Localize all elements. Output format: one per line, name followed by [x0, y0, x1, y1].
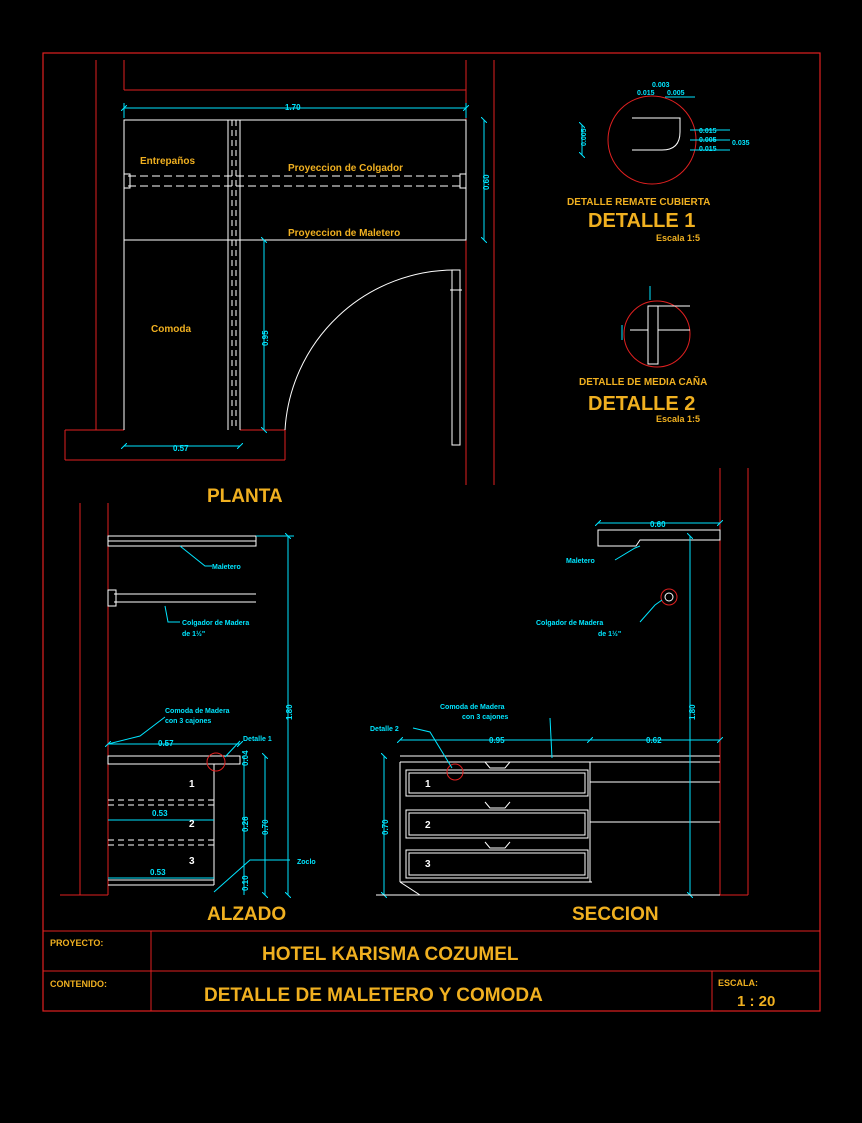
planta-dim-depth: 0.60 [482, 174, 491, 190]
seccion-label-detalle: Detalle 2 [370, 726, 399, 733]
sheet-frame [42, 52, 821, 1012]
seccion-label-maletero: Maletero [566, 558, 595, 565]
alzado-label-comoda-2: con 3 cajones [165, 718, 211, 725]
detalle1-dim-6: 0.035 [732, 140, 750, 147]
alzado-label-comoda-1: Comoda de Madera [165, 708, 230, 715]
alzado-dim-height: 1.80 [285, 704, 294, 720]
detalle1-title: DETALLE 1 [588, 210, 695, 232]
alzado-dim-mid: 0.53 [152, 809, 168, 818]
scale-label: ESCALA: [718, 978, 758, 988]
seccion-dim-comoda-h: 0.70 [381, 819, 390, 835]
planta-view [64, 60, 495, 485]
alzado-label-detalle: Detalle 1 [243, 736, 272, 743]
seccion-dim-top: 0.60 [650, 520, 666, 529]
detalle2-title: DETALLE 2 [588, 393, 695, 415]
project-label: PROYECTO: [50, 938, 103, 948]
content-value: DETALLE DE MALETERO Y COMODA [204, 985, 543, 1006]
seccion-drawer-3: 3 [425, 859, 431, 870]
planta-label-comoda: Comoda [151, 324, 191, 335]
planta-dim-width: 1.70 [285, 103, 301, 112]
detalle1-dim-3: 0.015 [699, 128, 717, 135]
detalle1-caption: DETALLE REMATE CUBIERTA [567, 197, 710, 208]
seccion-label-comoda-2: con 3 cajones [462, 714, 508, 721]
detalle1-dim-0: 0.003 [652, 82, 670, 89]
detalle1-dim-7: 0.005 [581, 128, 588, 146]
alzado-dim-comoda-h: 0.70 [261, 819, 270, 835]
detalle-2-view [621, 286, 691, 368]
seccion-dim-rest-w: 0.62 [646, 736, 662, 745]
detalle2-caption: DETALLE DE MEDIA CAÑA [579, 375, 707, 388]
alzado-dim-bottom: 0.53 [150, 868, 166, 877]
seccion-dim-height: 1.80 [688, 704, 697, 720]
detalle1-scale: Escala 1:5 [656, 233, 700, 243]
seccion-label-comoda-1: Comoda de Madera [440, 704, 505, 711]
alzado-dim-a: 0.04 [241, 750, 250, 766]
alzado-dim-b: 0.26 [241, 816, 250, 832]
seccion-title: SECCION [572, 904, 659, 925]
seccion-label-colgador-1: Colgador de Madera [536, 620, 603, 627]
alzado-drawer-2: 2 [189, 819, 195, 830]
detalle2-scale: Escala 1:5 [656, 414, 700, 424]
alzado-label-colgador-2: de 1½" [182, 630, 205, 638]
scale-value: 1 : 20 [737, 993, 775, 1010]
alzado-dim-top: 0.57 [158, 739, 174, 748]
alzado-label-zoclo: Zoclo [297, 859, 316, 866]
alzado-title: ALZADO [207, 904, 286, 925]
detalle1-dim-4: 0.005 [699, 137, 717, 144]
seccion-dim-comoda-w: 0.95 [489, 736, 505, 745]
detalle1-dim-1: 0.015 [637, 90, 655, 97]
content-label: CONTENIDO: [50, 979, 107, 989]
project-value: HOTEL KARISMA COZUMEL [262, 944, 519, 965]
alzado-view [60, 503, 294, 895]
seccion-label-colgador-2: de 1½" [598, 630, 621, 638]
planta-title: PLANTA [207, 486, 283, 507]
detalle-1-view [582, 95, 730, 185]
seccion-drawer-2: 2 [425, 820, 431, 831]
planta-dim-comoda-len: 0.95 [261, 330, 270, 346]
planta-label-proy-maletero: Proyeccion de Maletero [288, 228, 400, 239]
planta-label-entrepanos: Entrepaños [140, 156, 195, 167]
planta-dim-comoda-w: 0.57 [173, 444, 189, 453]
alzado-drawer-1: 1 [189, 779, 195, 790]
seccion-view [376, 468, 749, 895]
seccion-drawer-1: 1 [425, 779, 431, 790]
planta-label-proy-colgador: Proyeccion de Colgador [288, 163, 403, 174]
detalle1-dim-5: 0.015 [699, 146, 717, 153]
alzado-label-colgador-1: Colgador de Madera [182, 620, 249, 627]
alzado-drawer-3: 3 [189, 856, 195, 867]
alzado-label-maletero: Maletero [212, 564, 241, 571]
alzado-dim-c: 0.10 [241, 875, 250, 891]
detalle1-dim-2: 0.005 [667, 90, 685, 97]
